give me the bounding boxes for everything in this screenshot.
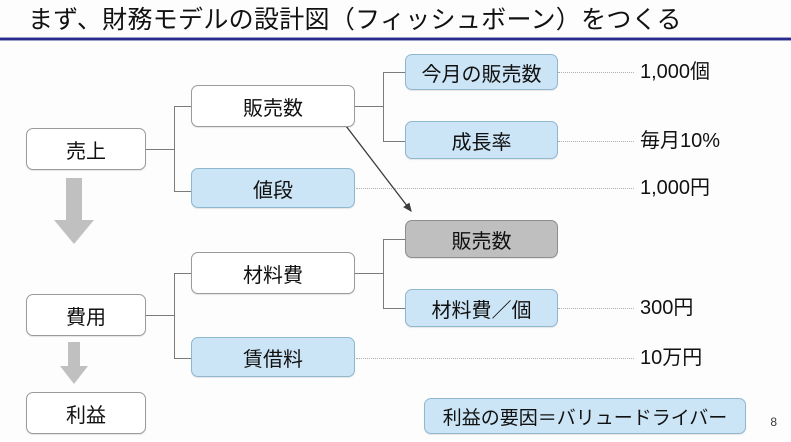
connector-material-spine [383, 239, 384, 308]
connector-revenue-to-units [174, 106, 191, 107]
connector-units-spine [383, 72, 384, 141]
node-cost[interactable]: 費用 [26, 294, 146, 336]
connector-material-to-perunit [383, 308, 405, 309]
node-price[interactable]: 値段 [191, 168, 355, 208]
page-title: まず、財務モデルの設計図（フィッシュボーン）をつくる [28, 6, 682, 34]
connector-units-trunk [355, 106, 383, 107]
node-units-sold-reference[interactable]: 販売数 [405, 220, 558, 258]
node-revenue[interactable]: 売上 [26, 128, 146, 170]
connector-cost-trunk [146, 315, 174, 316]
value-price: 1,000円 [640, 177, 711, 199]
flow-arrow-cost-to-profit [60, 342, 88, 386]
node-material-cost-per-unit[interactable]: 材料費／個 [405, 289, 558, 327]
node-rent[interactable]: 賃借料 [191, 337, 355, 377]
connector-material-trunk [355, 273, 383, 274]
value-material-cost-per-unit: 300円 [640, 297, 694, 319]
node-profit[interactable]: 利益 [26, 392, 146, 434]
value-growth-rate: 毎月10% [640, 130, 721, 152]
legend-value-driver[interactable]: 利益の要因＝バリュードライバー [424, 398, 746, 434]
connector-units-to-growth [383, 141, 405, 142]
connector-cost-spine [174, 273, 175, 358]
units-sold-reference-arrow [345, 125, 412, 213]
node-material-cost[interactable]: 材料費 [191, 252, 355, 294]
leader-price [356, 188, 634, 189]
value-units-this-month: 1,000個 [640, 61, 711, 83]
node-units-sold[interactable]: 販売数 [191, 85, 355, 127]
value-rent: 10万円 [640, 347, 703, 369]
connector-revenue-trunk [146, 149, 174, 150]
connector-cost-to-rent [174, 358, 191, 359]
leader-growth-rate [558, 141, 634, 142]
node-units-this-month[interactable]: 今月の販売数 [405, 54, 558, 90]
flow-arrow-revenue-to-cost [54, 178, 94, 244]
page-number: 8 [770, 415, 777, 429]
leader-units-this-month [558, 72, 634, 73]
connector-revenue-to-price [174, 191, 191, 192]
connector-units-to-thismonth [383, 72, 405, 73]
title-divider [0, 37, 791, 41]
leader-rent [356, 358, 634, 359]
connector-cost-to-material [174, 273, 191, 274]
connector-revenue-spine [174, 106, 175, 191]
node-growth-rate[interactable]: 成長率 [405, 121, 558, 159]
connector-material-to-unitsref [383, 239, 405, 240]
leader-material-per-unit [558, 308, 634, 309]
